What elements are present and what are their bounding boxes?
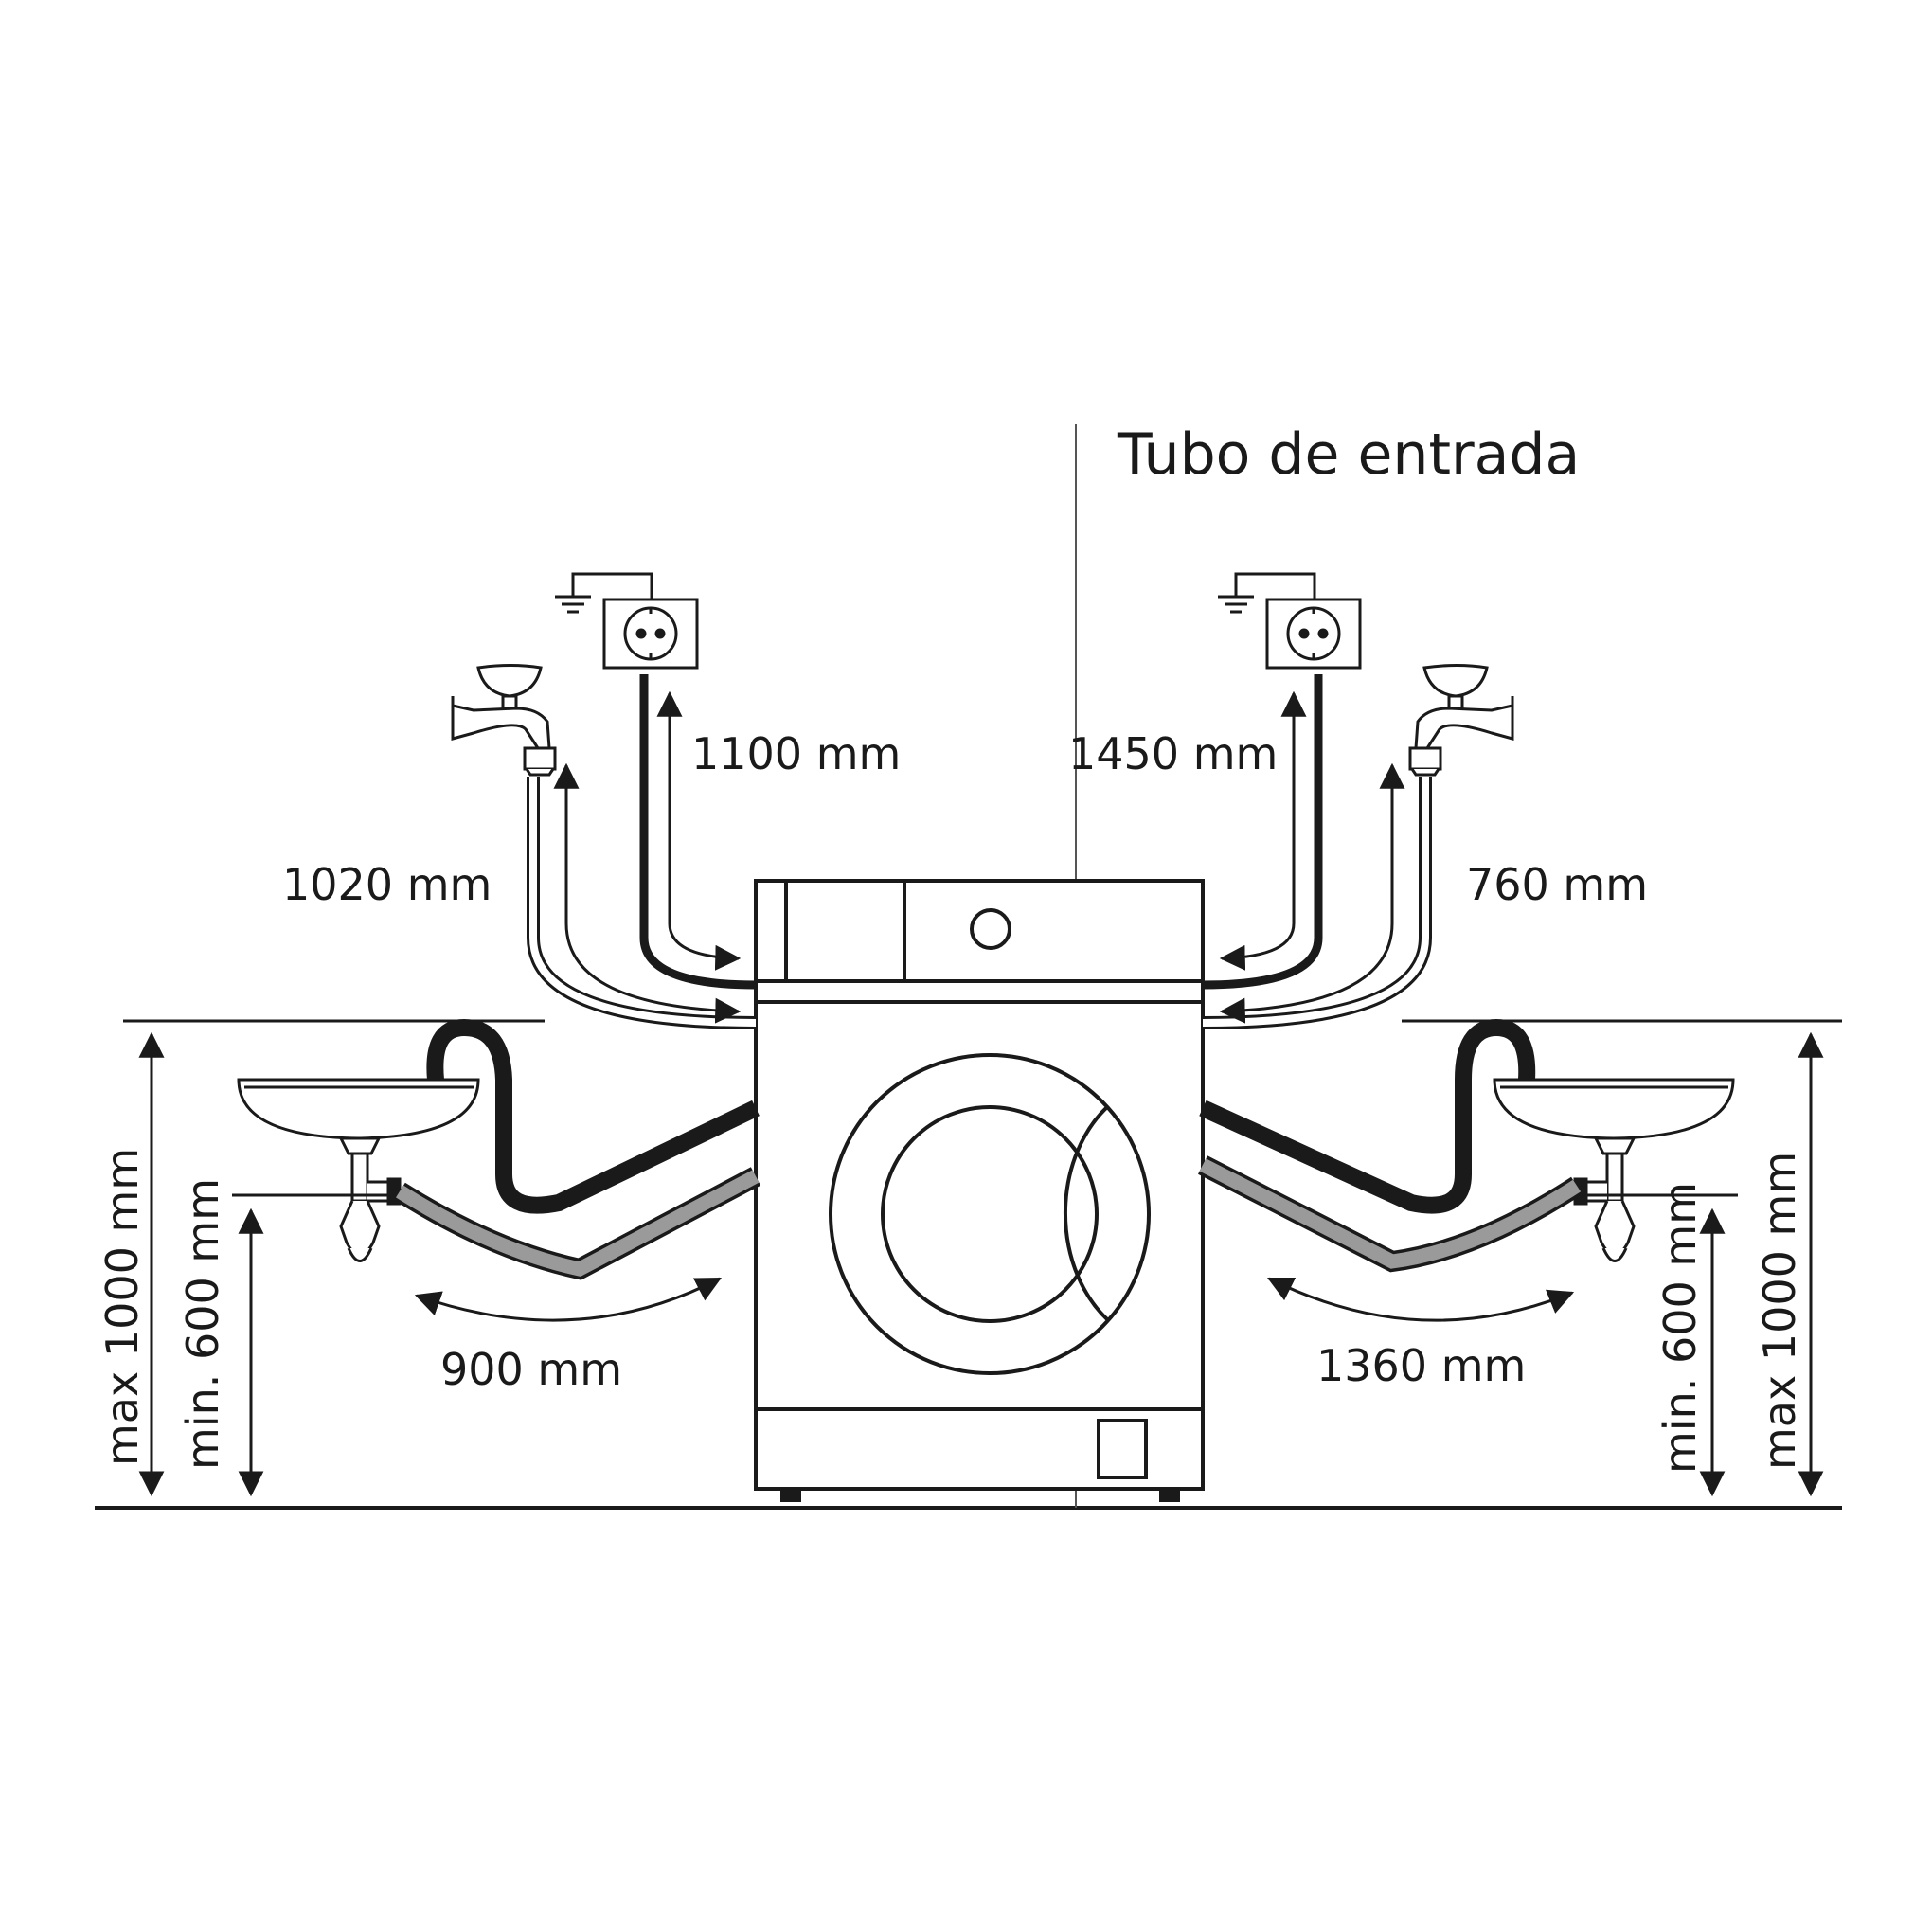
left-power-cord xyxy=(639,674,757,990)
right-drain-hose-dark xyxy=(1199,1018,1536,1214)
right-inlet-hose-arrow xyxy=(1219,762,1405,1024)
socket-icon xyxy=(1265,598,1362,670)
label-right-power-cord: 1450 mm xyxy=(1068,728,1278,779)
label-left-power-cord: 1100 mm xyxy=(691,728,901,779)
label-left-drain-hose: 900 mm xyxy=(440,1344,622,1395)
left-drain-hose-arrow xyxy=(414,1277,722,1322)
ground-icon xyxy=(1218,572,1316,614)
right-power-cord xyxy=(1202,674,1323,990)
left-drain-hose-dark xyxy=(426,1018,760,1214)
label-left-max-height: max 1000 mm xyxy=(97,1148,148,1466)
tap-icon xyxy=(1408,664,1514,777)
label-right-max-height: max 1000 mm xyxy=(1754,1152,1805,1470)
sink-icon xyxy=(237,1078,480,1262)
label-left-min-height: min. 600 mm xyxy=(177,1178,228,1470)
left-inlet-hose-arrow xyxy=(553,762,742,1024)
label-left-tap-hose: 1020 mm xyxy=(282,859,492,910)
tap-icon xyxy=(451,664,557,777)
label-right-tap-hose: 760 mm xyxy=(1466,859,1648,910)
ground-icon xyxy=(555,572,653,614)
washing-machine xyxy=(754,879,1205,1502)
sink-icon xyxy=(1493,1078,1735,1262)
diagram-title: Tubo de entrada xyxy=(1117,421,1580,488)
right-drain-hose-arrow xyxy=(1266,1277,1575,1322)
label-right-drain-hose: 1360 mm xyxy=(1316,1340,1526,1391)
socket-icon xyxy=(602,598,699,670)
label-right-min-height: min. 600 mm xyxy=(1655,1182,1706,1474)
